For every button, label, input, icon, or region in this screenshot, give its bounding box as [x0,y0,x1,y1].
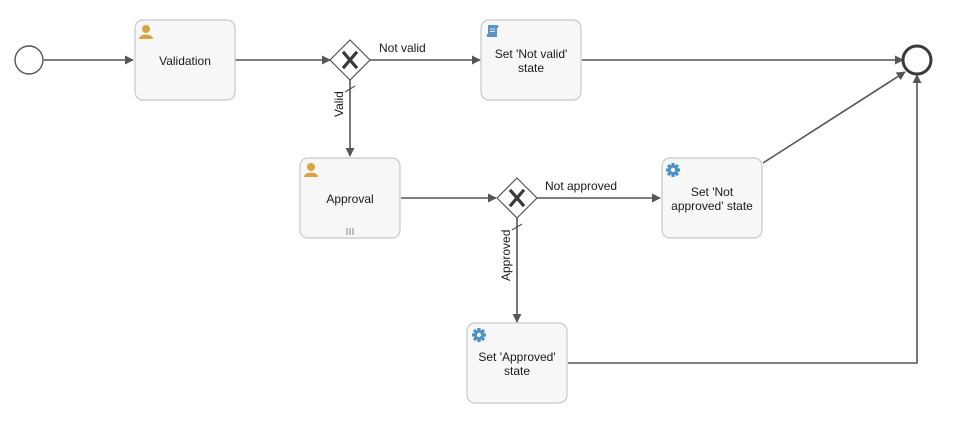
multi-instance-marker-icon [346,228,354,235]
flow-label-approved: Approved [499,230,513,281]
task-label-line-1: Set 'Not [691,185,734,199]
task-label: Approval [326,192,373,206]
exclusive-gateway-approval[interactable] [496,177,538,219]
default-flow-marker [511,223,523,231]
flow-not-approved-state-to-end[interactable] [762,71,906,164]
task-label-line-2: state [518,61,544,75]
task-label-line-1: Set 'Approved' [478,350,555,364]
task-label-line-1: Set 'Not valid' [495,47,568,61]
task-label-line-2: approved' state [671,199,753,213]
flow-approved-state-to-end[interactable] [568,74,922,364]
task-validation[interactable]: Validation [134,19,236,101]
gear-icon [472,328,486,342]
task-label-line-2: state [504,364,530,378]
user-task-icon [139,25,153,39]
end-event[interactable] [901,44,933,76]
flow-label-not-approved: Not approved [545,179,617,193]
task-label: Validation [159,54,211,68]
user-task-icon [304,163,318,177]
task-approval[interactable]: Approval [299,157,401,239]
task-set-not-valid-state[interactable]: Set 'Not valid' state [480,19,582,101]
flow-label-valid: Valid [332,91,346,117]
task-set-not-approved-state[interactable]: Set 'Not approved' state [661,157,763,239]
default-flow-marker [344,85,356,93]
start-event[interactable] [14,45,44,75]
flow-label-not-valid: Not valid [379,41,426,55]
task-set-approved-state[interactable]: Set 'Approved' state [466,322,568,404]
gear-icon [666,163,680,177]
script-task-icon [486,25,499,37]
exclusive-gateway-validation[interactable] [329,39,371,81]
